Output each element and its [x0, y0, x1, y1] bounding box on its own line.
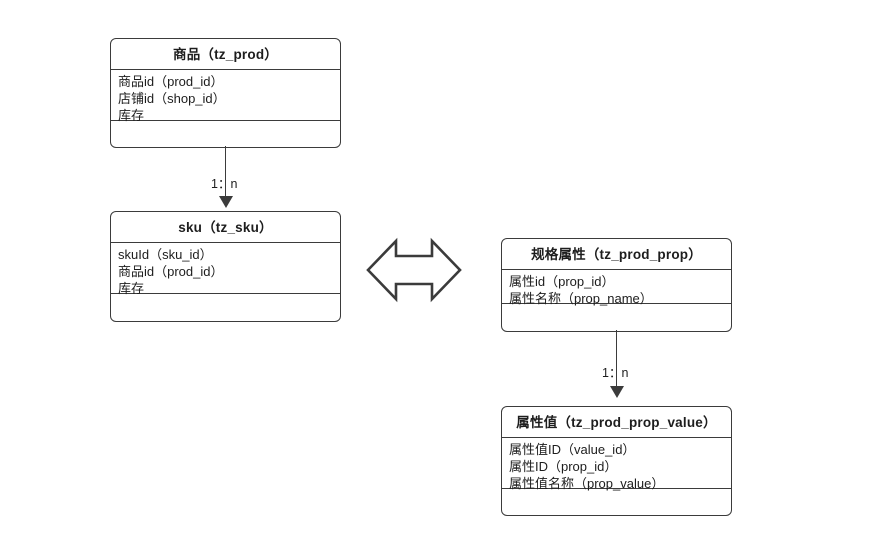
attribute-row: skuId（sku_id）: [118, 247, 213, 262]
attribute-row: 属性值名称（prop_value）: [509, 476, 665, 491]
attribute-row: 库存: [118, 281, 145, 296]
attribute-row: 库存: [118, 108, 145, 123]
arrowhead-down-icon: [610, 386, 624, 398]
relationship-line: [225, 146, 226, 198]
entity-box-tz-prod-prop-value[interactable]: 属性值（tz_prod_prop_value） 属性值ID（value_id） …: [501, 406, 732, 516]
entity-box-tz-sku[interactable]: sku（tz_sku） skuId（sku_id） 商品id（prod_id） …: [110, 211, 341, 322]
attribute-row: 商品id（prod_id）: [118, 264, 224, 279]
relationship-line: [616, 330, 617, 388]
attribute-row: 属性ID（prop_id）: [509, 459, 618, 474]
arrowhead-down-icon: [219, 196, 233, 208]
attribute-row: 属性值ID（value_id）: [509, 442, 636, 457]
entity-attributes-tz-prod-prop: 属性id（prop_id） 属性名称（prop_name）: [502, 270, 731, 306]
attribute-row: 商品id（prod_id）: [118, 74, 224, 89]
attribute-row: 店铺id（shop_id）: [118, 91, 226, 106]
entity-title-tz-sku: sku（tz_sku）: [111, 212, 340, 243]
entity-footer-tz-prod: [111, 121, 340, 147]
entity-title-tz-prod: 商品（tz_prod）: [111, 39, 340, 70]
entity-title-tz-prod-prop-value: 属性值（tz_prod_prop_value）: [502, 407, 731, 438]
attribute-row: 属性id（prop_id）: [509, 274, 615, 289]
relationship-cardinality-label: 1：n: [602, 366, 629, 380]
entity-box-tz-prod[interactable]: 商品（tz_prod） 商品id（prod_id） 店铺id（shop_id） …: [110, 38, 341, 148]
entity-attributes-tz-prod: 商品id（prod_id） 店铺id（shop_id） 库存: [111, 70, 340, 123]
double-headed-arrow-icon: [366, 236, 462, 304]
entity-footer-tz-sku: [111, 294, 340, 321]
entity-title-tz-prod-prop: 规格属性（tz_prod_prop）: [502, 239, 731, 270]
entity-footer-tz-prod-prop: [502, 304, 731, 331]
entity-attributes-tz-prod-prop-value: 属性值ID（value_id） 属性ID（prop_id） 属性值名称（prop…: [502, 438, 731, 491]
relationship-cardinality-label: 1：n: [211, 177, 238, 191]
attribute-row: 属性名称（prop_name）: [509, 291, 653, 306]
entity-footer-tz-prod-prop-value: [502, 489, 731, 515]
entity-attributes-tz-sku: skuId（sku_id） 商品id（prod_id） 库存: [111, 243, 340, 296]
entity-box-tz-prod-prop[interactable]: 规格属性（tz_prod_prop） 属性id（prop_id） 属性名称（pr…: [501, 238, 732, 332]
double-headed-arrow-svg: [366, 237, 462, 303]
